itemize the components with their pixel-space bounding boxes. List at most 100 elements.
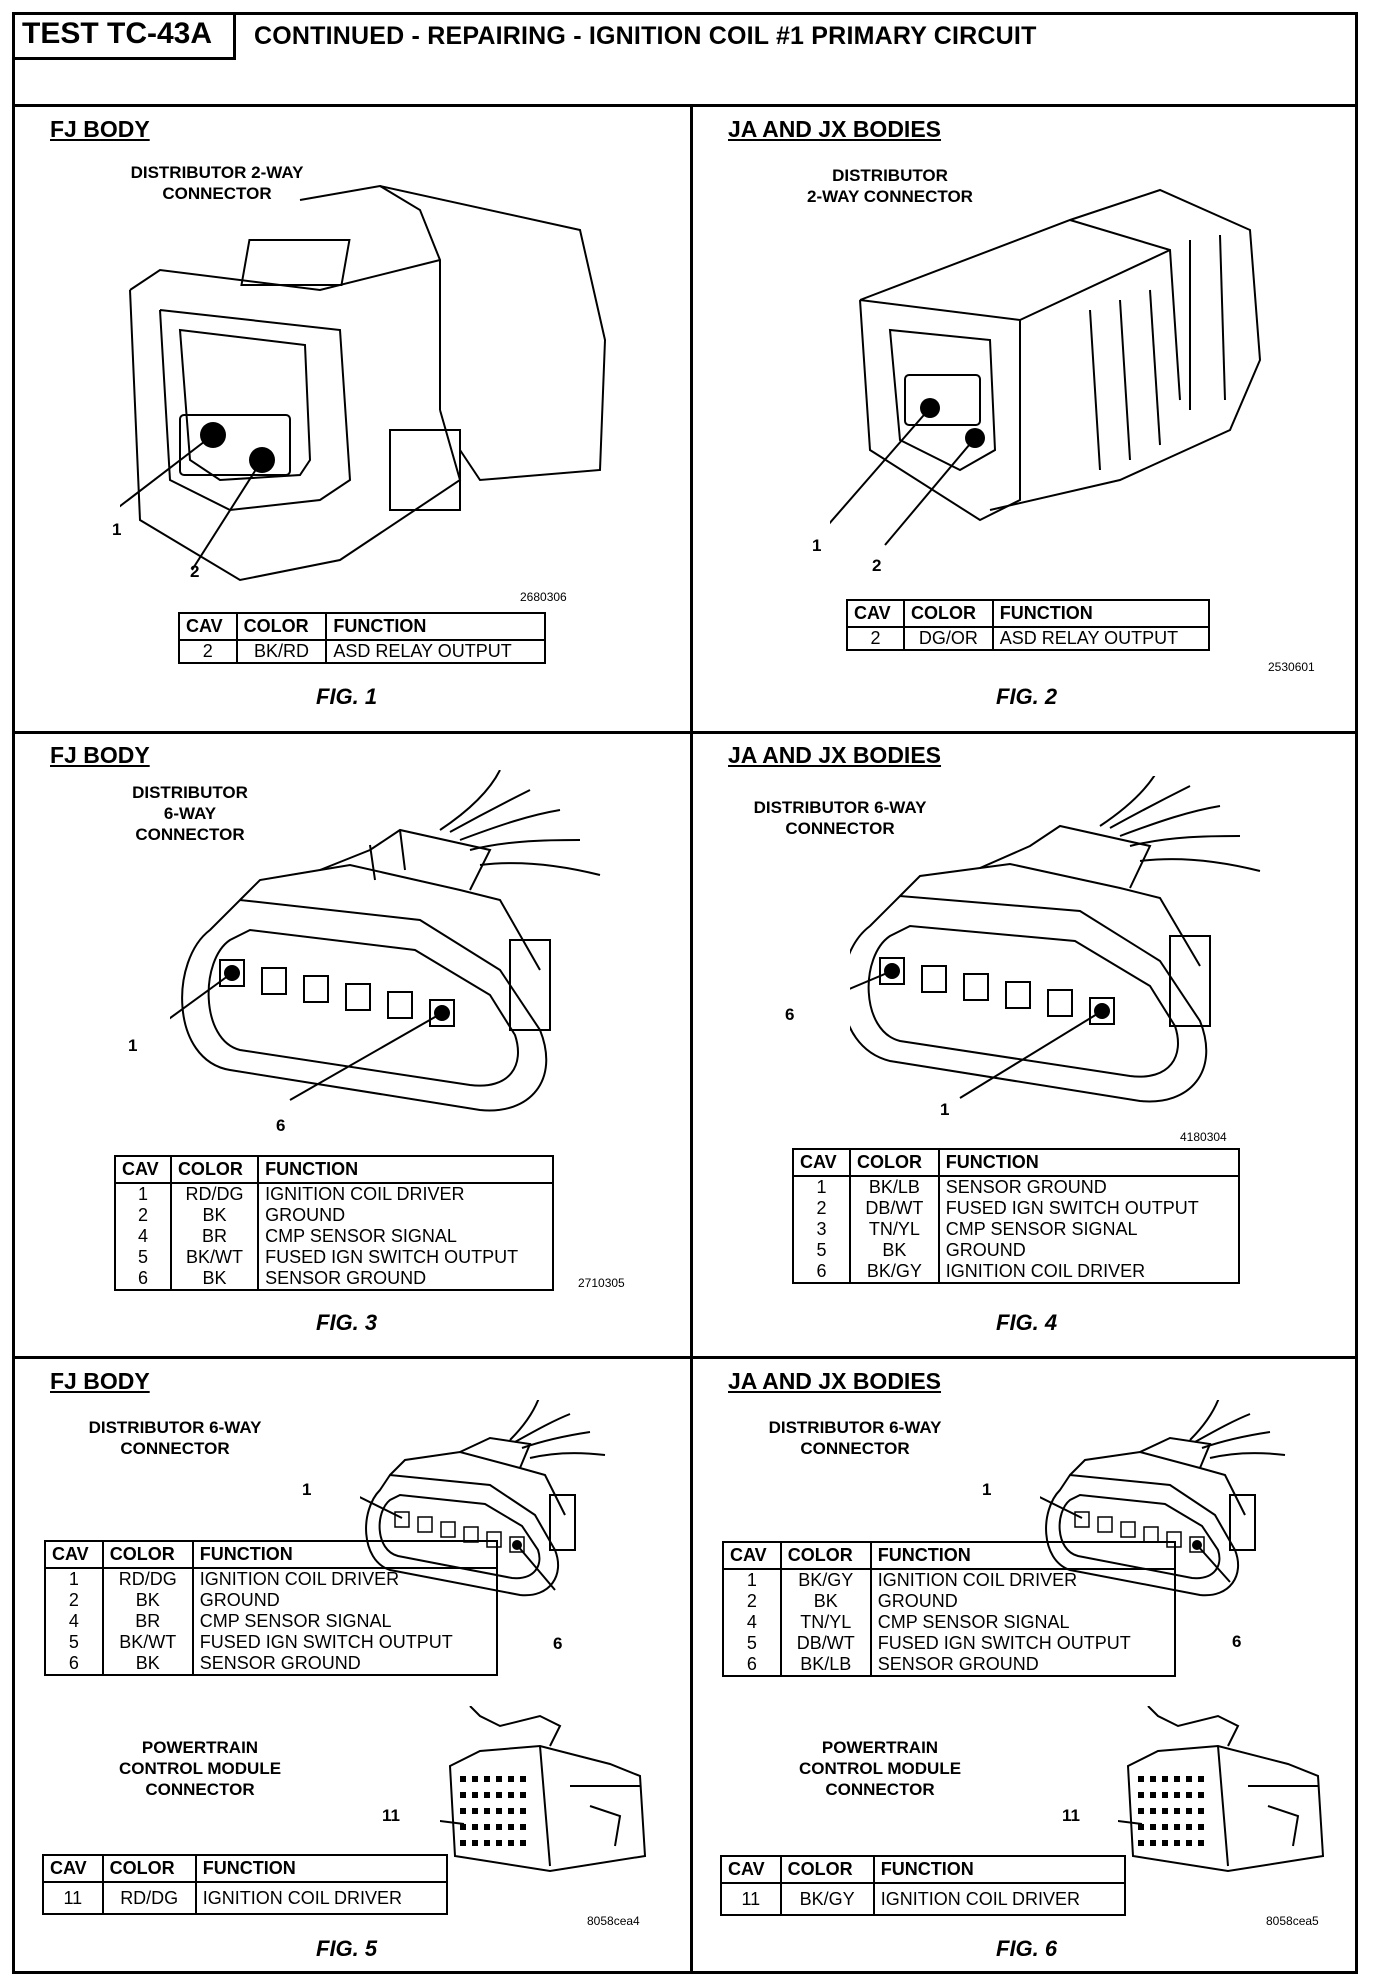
col-color: COLOR: [101, 1540, 194, 1569]
col-cav: CAV: [114, 1155, 172, 1184]
header-divider: [12, 104, 1358, 107]
fig2-figure-code: 2530601: [1268, 660, 1315, 674]
fig3-caption: FIG. 3: [316, 1310, 378, 1335]
fig5-figure-code: 8058cea4: [587, 1914, 640, 1928]
table-row: 11 BK/GY IGNITION COIL DRIVER: [720, 1883, 1127, 1915]
col-function: FUNCTION: [937, 1148, 1241, 1177]
fig3-connector-label: DISTRIBUTOR 6-WAY CONNECTOR: [132, 783, 248, 844]
fig4-connector-drawing: [850, 776, 1270, 1126]
fig2-callout-2: 2: [872, 556, 882, 575]
test-id: TEST TC-43A: [12, 12, 236, 60]
fig6-cavity-row: [1075, 1512, 1204, 1552]
fig2-connector-label: DISTRIBUTOR 2-WAY CONNECTOR: [807, 166, 973, 206]
fig3-callout-1: 1: [128, 1036, 138, 1055]
fig1-callout-2: 2: [190, 562, 200, 581]
fig2-caption: FIG. 2: [996, 684, 1058, 709]
fig4-figure-code: 4180304: [1180, 1130, 1227, 1144]
col-color: COLOR: [779, 1541, 872, 1570]
fig2-callout-1: 1: [812, 536, 822, 555]
table-row: 2 DG/OR ASD RELAY OUTPUT: [846, 627, 1211, 650]
col-color: COLOR: [169, 1155, 260, 1184]
col-cav: CAV: [178, 612, 238, 641]
fig1-body-label: FJ BODY: [50, 116, 150, 142]
fig5-body-label: FJ BODY: [50, 1368, 150, 1394]
col-function: FUNCTION: [191, 1540, 499, 1569]
col-cav: CAV: [722, 1541, 782, 1570]
fig1-caption: FIG. 1: [316, 684, 378, 709]
fig6-callout-6: 6: [1232, 1632, 1242, 1651]
fig5-callout-6: 6: [553, 1634, 563, 1653]
col-function: FUNCTION: [194, 1854, 449, 1883]
fig4-connector-label: DISTRIBUTOR 6-WAY CONNECTOR: [753, 798, 927, 838]
col-function: FUNCTION: [869, 1541, 1177, 1570]
page-frame: [12, 12, 1358, 1974]
col-cav: CAV: [42, 1854, 104, 1883]
col-function: FUNCTION: [872, 1855, 1127, 1884]
fig4-cavity-row: [880, 958, 1114, 1024]
fig5-callout-1: 1: [302, 1480, 312, 1499]
row-divider-2: [12, 1356, 1358, 1359]
fig6-pcm-pin-grid: [1138, 1776, 1204, 1846]
fig2-body-label: JA AND JX BODIES: [728, 116, 942, 142]
row-divider-1: [12, 731, 1358, 734]
fig6-pcm-callout-11: 11: [1062, 1806, 1080, 1825]
column-divider: [690, 104, 693, 1974]
table-row: 11 RD/DG IGNITION COIL DRIVER: [42, 1882, 449, 1914]
fig6-figure-code: 8058cea5: [1266, 1914, 1319, 1928]
col-color: COLOR: [779, 1855, 875, 1884]
fig3-body-label: FJ BODY: [50, 742, 150, 768]
fig6-connector-drawing: [1040, 1400, 1300, 1620]
fig5-pcm-drawing: [440, 1706, 660, 1876]
col-color: COLOR: [902, 599, 994, 628]
fig5-pcm-callout-11: 11: [382, 1806, 400, 1825]
col-cav: CAV: [720, 1855, 782, 1884]
fig1-figure-code: 2680306: [520, 590, 567, 604]
col-cav: CAV: [44, 1540, 104, 1569]
fig6-callout-1: 1: [982, 1480, 992, 1499]
fig6-body-label: JA AND JX BODIES: [728, 1368, 942, 1394]
col-function: FUNCTION: [257, 1155, 554, 1184]
fig1-connector-drawing: [120, 180, 620, 600]
fig4-body-label: JA AND JX BODIES: [728, 742, 942, 768]
col-function: FUNCTION: [991, 599, 1211, 628]
fig5-pcm-label: POWERTRAIN CONTROL MODULE CONNECTOR: [118, 1738, 282, 1799]
fig5-pcm-pin-grid: [460, 1776, 526, 1846]
fig4-caption: FIG. 4: [996, 1310, 1058, 1335]
fig3-figure-code: 2710305: [578, 1276, 625, 1290]
fig5-caption: FIG. 5: [316, 1936, 378, 1961]
fig3-connector-drawing: [170, 770, 620, 1130]
col-color: COLOR: [101, 1854, 197, 1883]
col-cav: CAV: [792, 1148, 851, 1177]
fig2-pinout-table: CAV COLOR FUNCTION 2 DG/OR ASD RELAY OUT…: [846, 599, 1211, 651]
fig5-connector-label: DISTRIBUTOR 6-WAY CONNECTOR: [88, 1418, 262, 1458]
fig1-connector-label: DISTRIBUTOR 2-WAY CONNECTOR: [130, 163, 304, 203]
fig3-cavity-row: [220, 960, 454, 1026]
fig4-callout-1: 1: [940, 1100, 950, 1119]
fig4-callout-6: 6: [785, 1005, 795, 1024]
fig5-pcm-table: CAV COLOR FUNCTION 11 RD/DG IGNITION COI…: [42, 1854, 449, 1915]
col-color: COLOR: [235, 612, 328, 641]
fig6-pcm-drawing: [1118, 1706, 1338, 1876]
